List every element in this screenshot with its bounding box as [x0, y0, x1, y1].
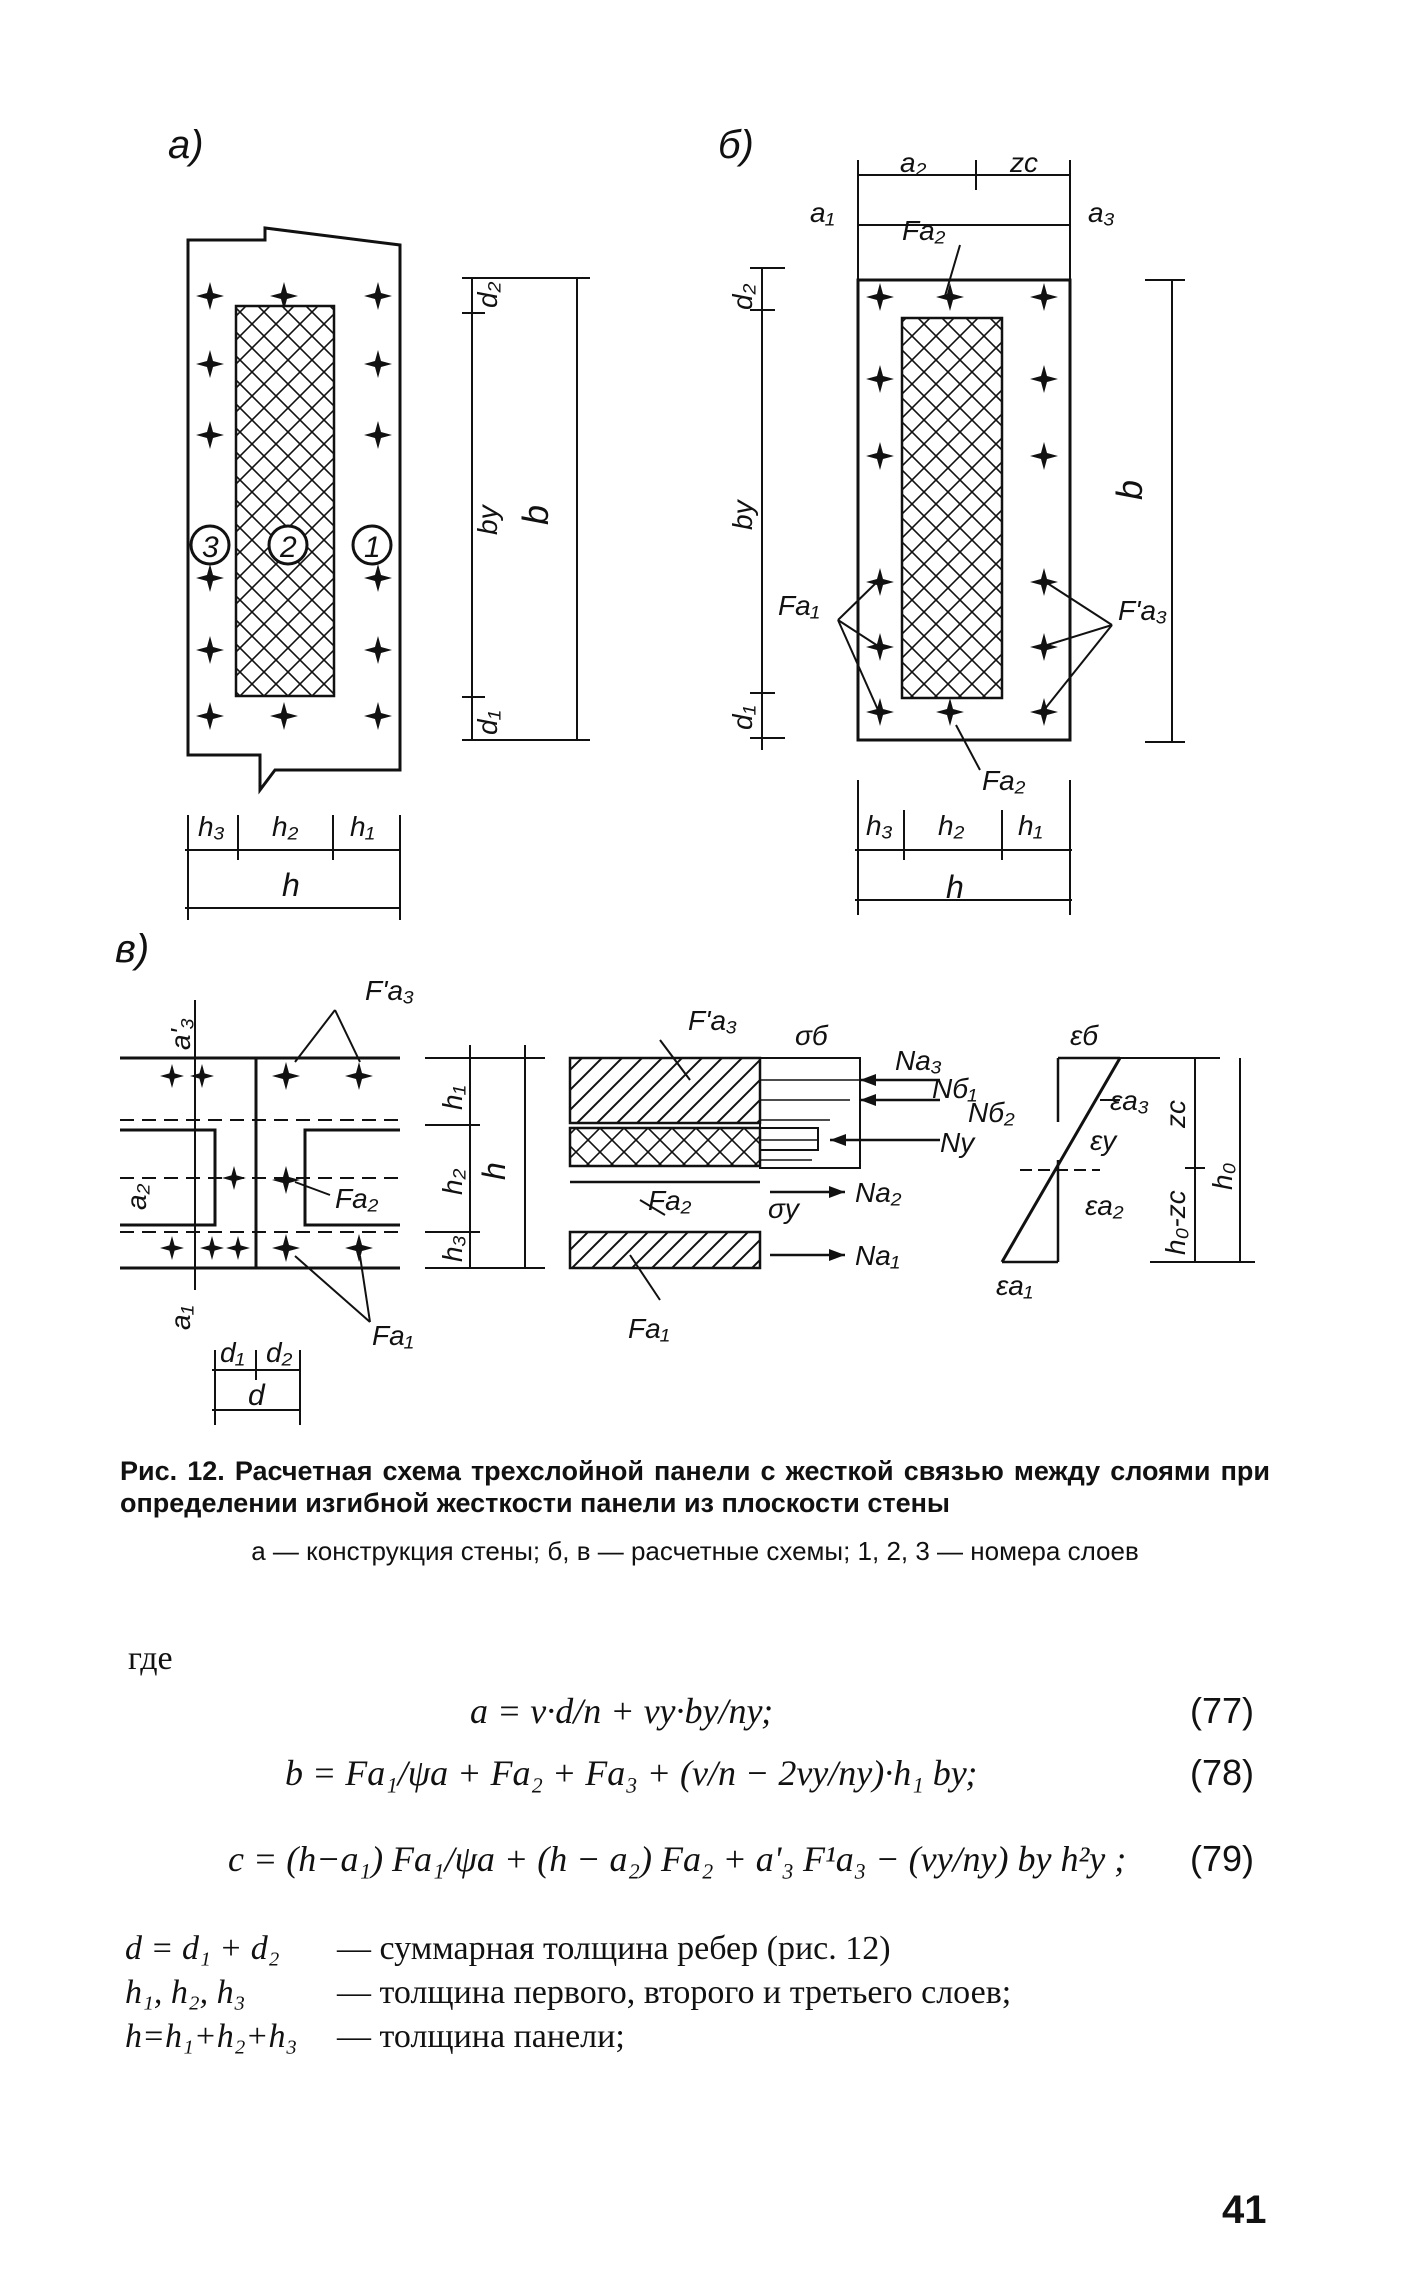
panel-b: б) a₂ zc: [718, 123, 1185, 915]
insulation-core: [234, 304, 336, 698]
equation-77-number: (77): [1190, 1690, 1255, 1731]
svg-text:1: 1: [364, 531, 381, 564]
svg-text:Na₃: Na₃: [895, 1045, 942, 1076]
panel-b-label: б): [718, 123, 754, 167]
svg-text:h₃: h₃: [437, 1235, 468, 1262]
equation-77: a = ν·d/n + νу·bу/nу;: [470, 1691, 774, 1731]
definition-row: d = d₁ + d₂ — суммарная толщина ребер (ри…: [125, 1930, 891, 1968]
svg-text:h₁: h₁: [437, 1085, 468, 1110]
panel-a: а) 3 2 1: [168, 123, 590, 920]
svg-text:F'a₃: F'a₃: [688, 1005, 737, 1036]
equation-78-number: (78): [1190, 1752, 1255, 1793]
svg-text:d₂: d₂: [472, 281, 503, 308]
definition-text: — суммарная толщина ребер (рис. 12): [337, 1930, 891, 1967]
svg-text:h₁: h₁: [350, 811, 375, 842]
svg-text:d: d: [248, 1379, 266, 1412]
definition-row: h=h₁+h₂+h₃ — толщина панели;: [125, 2018, 625, 2056]
svg-text:Fa₂: Fa₂: [648, 1185, 692, 1216]
wall-outline: [186, 226, 402, 795]
svg-text:Fa₂: Fa₂: [335, 1183, 379, 1214]
svg-text:Nб₁: Nб₁: [932, 1073, 977, 1104]
svg-text:σб: σб: [795, 1020, 829, 1051]
svg-text:2: 2: [279, 531, 297, 564]
panel-v-label: в): [115, 927, 149, 971]
svg-text:εб: εб: [1070, 1020, 1099, 1051]
svg-text:a₂: a₂: [900, 147, 927, 178]
svg-text:d₂: d₂: [727, 283, 758, 310]
svg-text:εa₃: εa₃: [1110, 1085, 1149, 1116]
svg-text:h₀: h₀: [1207, 1162, 1238, 1190]
svg-text:a₃: a₃: [1088, 197, 1115, 228]
svg-text:εa₂: εa₂: [1085, 1190, 1124, 1221]
equation-78: b = Fa₁/ψa + Fa₂ + Fa₃ + (ν/n − 2νу/nу)·…: [285, 1753, 978, 1793]
svg-text:Nб₂: Nб₂: [968, 1097, 1015, 1128]
svg-text:F'a₃: F'a₃: [365, 975, 414, 1006]
svg-text:Fa₂: Fa₂: [902, 215, 946, 246]
svg-text:a₂: a₂: [121, 1183, 152, 1210]
figure-legend: а — конструкция стены; б, в — расчетные …: [251, 1536, 1139, 1566]
svg-text:h₀-zc: h₀-zc: [1160, 1190, 1191, 1255]
svg-text:3: 3: [202, 531, 219, 564]
stress-diagram: [568, 1039, 940, 1301]
svg-text:a₁: a₁: [165, 1305, 196, 1330]
svg-text:εу: εу: [1090, 1125, 1118, 1156]
svg-text:h₃: h₃: [198, 811, 225, 842]
svg-text:bу: bу: [472, 503, 503, 535]
svg-text:Fa₁: Fa₁: [372, 1320, 414, 1351]
figure-12: а) 3 2 1: [115, 123, 1255, 1425]
svg-text:Fa₁: Fa₁: [778, 590, 820, 621]
svg-text:h₂: h₂: [938, 810, 965, 841]
svg-text:Fa₂: Fa₂: [982, 765, 1026, 796]
svg-text:Nу: Nу: [940, 1127, 976, 1158]
svg-text:d₁: d₁: [220, 1337, 245, 1368]
svg-text:bу: bу: [727, 498, 758, 530]
svg-text:b: b: [1109, 480, 1150, 500]
svg-text:Na₂: Na₂: [855, 1177, 902, 1208]
svg-text:d₁: d₁: [727, 705, 758, 730]
svg-text:h₃: h₃: [866, 810, 893, 841]
figure-caption: Рис. 12. Расчетная схема трехслойной пан…: [120, 1456, 1270, 1518]
svg-text:zc: zc: [1160, 1100, 1191, 1129]
definition-text: — толщина первого, второго и третьего сл…: [337, 1974, 1012, 2011]
where-word: где: [128, 1640, 173, 1677]
definition-symbol: h=h₁+h₂+h₃: [125, 2018, 298, 2055]
svg-text:σу: σу: [768, 1193, 801, 1224]
svg-text:Na₁: Na₁: [855, 1240, 900, 1271]
svg-text:h₂: h₂: [437, 1168, 468, 1195]
svg-text:zc: zc: [1009, 147, 1038, 178]
svg-text:Fa₁: Fa₁: [628, 1313, 670, 1344]
page-number: 41: [1222, 2188, 1267, 2232]
svg-text:h₂: h₂: [272, 811, 299, 842]
definition-row: h₁, h₂, h₃ — толщина первого, второго и т…: [125, 1974, 1011, 2012]
svg-text:b: b: [515, 505, 556, 525]
rib-section: [120, 1056, 400, 1270]
svg-text:d₁: d₁: [472, 710, 503, 735]
svg-text:h: h: [946, 869, 964, 905]
svg-text:h₁: h₁: [1018, 810, 1043, 841]
strain-diagram: [1000, 1056, 1255, 1264]
definition-text: — толщина панели;: [337, 2018, 625, 2055]
svg-text:a₁: a₁: [810, 197, 835, 228]
svg-text:a'₃: a'₃: [165, 1018, 196, 1050]
panel-v: в): [115, 927, 1255, 1425]
svg-text:εa₁: εa₁: [996, 1270, 1033, 1301]
definition-symbol: h₁, h₂, h₃: [125, 1974, 246, 2011]
svg-text:F'a₃: F'a₃: [1118, 595, 1167, 626]
panel-a-label: а): [168, 123, 204, 167]
definition-symbol: d = d₁ + d₂: [125, 1930, 280, 1967]
svg-text:h: h: [282, 867, 300, 903]
equation-79-number: (79): [1190, 1838, 1255, 1879]
insulation-core: [900, 316, 1004, 700]
svg-text:h: h: [476, 1162, 512, 1180]
svg-text:d₂: d₂: [266, 1337, 293, 1368]
equation-79: c = (h−a₁) Fa₁/ψa + (h − a₂) Fa₂ + a'₃ F…: [228, 1839, 1127, 1879]
